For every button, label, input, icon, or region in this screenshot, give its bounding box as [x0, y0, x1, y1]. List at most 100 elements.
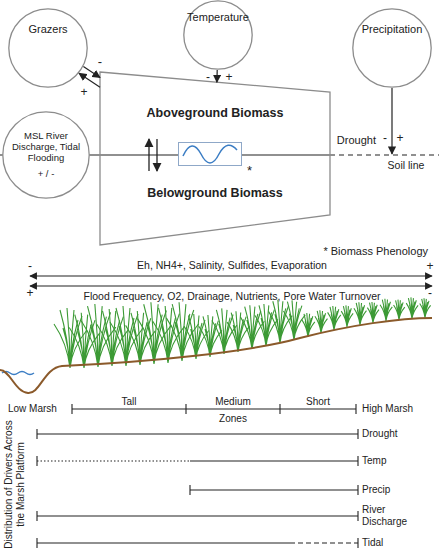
node-label: Belowground Biomass	[100, 186, 330, 200]
grass-clump	[227, 311, 249, 352]
node-label: *	[247, 164, 252, 179]
axis-title: Distribution of Drivers Across the Marsh…	[3, 420, 26, 550]
driver-range	[37, 460, 190, 461]
text-label: Low Marsh	[8, 403, 57, 415]
node-label: MSL River Discharge, Tidal Flooding	[10, 131, 82, 164]
text-label: +	[396, 132, 403, 146]
text-label: Drought	[362, 428, 398, 440]
text-label: Medium	[215, 396, 251, 408]
up-arrow	[148, 139, 149, 171]
text-label: * Biomass Phenology	[323, 245, 428, 258]
grass-clump	[138, 302, 172, 364]
grass-clump	[69, 313, 99, 368]
range-tick	[36, 429, 37, 439]
range-tick	[357, 485, 358, 495]
grass-clump	[268, 300, 292, 343]
soil-line	[330, 154, 439, 155]
text-label: +	[225, 71, 232, 85]
text-label: +	[26, 287, 33, 301]
phenology-wave	[183, 145, 237, 163]
grass-clump	[328, 306, 341, 330]
zone-tick	[185, 404, 186, 414]
grass-clump	[153, 306, 184, 363]
range-tick	[357, 456, 358, 466]
driver-circle: Grazers	[8, 8, 88, 88]
biomass-trapezoid: Aboveground BiomassBelowground Biomass *	[100, 72, 330, 245]
shape-outline	[352, 8, 432, 88]
node-label: Grazers	[8, 23, 88, 36]
text-label: River Discharge	[362, 504, 422, 527]
precip-arrow	[391, 88, 392, 154]
text-label: Zones	[219, 413, 247, 425]
grass-clump	[126, 311, 156, 365]
node-label: Aboveground Biomass	[100, 106, 330, 120]
shape-outline	[183, 0, 253, 70]
range-tick	[36, 538, 37, 548]
node-label: Precipitation	[352, 23, 432, 36]
text-label: -	[206, 71, 210, 85]
range-tick	[36, 456, 37, 466]
grass-clump	[110, 306, 143, 366]
text-label: High Marsh	[362, 403, 413, 415]
text-label: Drought	[337, 134, 376, 147]
grass-clump	[341, 305, 353, 327]
circle-outline	[3, 112, 89, 198]
driver-circle: Temperature	[183, 0, 253, 70]
grass-clump	[354, 302, 367, 325]
circle-outline	[9, 9, 87, 87]
text-label: Tall	[121, 396, 136, 408]
driver-range	[290, 542, 358, 543]
driver-range	[37, 515, 358, 516]
text-label: Flood Frequency, O2, Drainage, Nutrients…	[83, 290, 380, 302]
gradient-arrow	[30, 275, 432, 276]
text-label: Tidal	[362, 537, 383, 549]
grass-clump	[406, 297, 418, 319]
influence-arrow	[83, 67, 100, 78]
range-tick	[36, 511, 37, 521]
zone-tick	[355, 404, 356, 414]
zone-bar	[72, 408, 356, 409]
grass-clump	[199, 315, 222, 357]
driver-range	[190, 489, 358, 490]
driver-range	[190, 460, 358, 461]
text-label: -	[383, 132, 387, 146]
text-label: +	[426, 260, 433, 274]
grass-clump	[166, 302, 198, 361]
down-arrow	[156, 139, 157, 171]
grass-clump	[255, 304, 278, 346]
driver-circle: Precipitation	[352, 8, 432, 88]
ground-profile	[0, 318, 432, 393]
circle-outline	[353, 9, 431, 87]
node-label: Temperature	[183, 11, 253, 24]
influence-arrow	[79, 73, 100, 87]
grass-clump	[394, 300, 405, 320]
text-label: Short	[306, 396, 330, 408]
grass-clump	[380, 299, 392, 321]
grass-clump	[420, 298, 431, 318]
grass-clump	[240, 305, 264, 349]
grass-clump	[81, 304, 116, 367]
text-label: +	[80, 86, 87, 100]
grass-clump	[315, 310, 328, 333]
grass-clump	[302, 313, 315, 337]
gradient-arrow	[30, 285, 432, 286]
driver-range	[37, 433, 358, 434]
range-tick	[189, 485, 190, 495]
grass-clump	[184, 314, 209, 359]
grass-clump	[367, 302, 379, 323]
trapezoid-outline	[100, 72, 330, 245]
driver-range	[37, 542, 290, 543]
text-label: -	[428, 287, 432, 301]
driver-circle: MSL River Discharge, Tidal Flooding + / -	[2, 111, 90, 199]
range-tick	[357, 429, 358, 439]
grass-clump	[97, 309, 128, 366]
text-label: Soil line	[388, 159, 425, 171]
text-label: Precip	[362, 484, 390, 496]
text-label: -	[28, 260, 32, 274]
text-label: Temp	[362, 455, 386, 467]
node-label: + / -	[10, 169, 82, 180]
zone-tick	[279, 404, 280, 414]
range-tick	[357, 511, 358, 521]
